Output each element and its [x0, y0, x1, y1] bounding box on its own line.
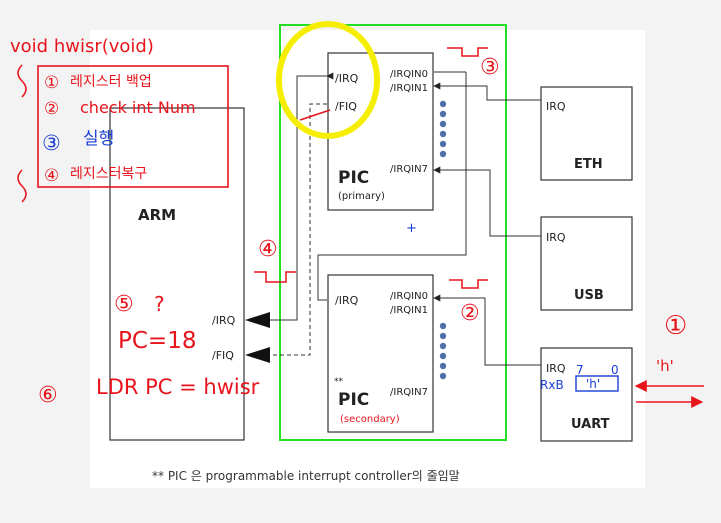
- rxb-value: 'h': [586, 377, 600, 391]
- uart-box: [540, 347, 633, 442]
- brace-bottom: [17, 169, 27, 203]
- pic-secondary-in1-label: /IRQIN1: [390, 305, 428, 316]
- eth-irq-label: IRQ: [546, 100, 566, 113]
- step1-num: ①: [44, 73, 59, 93]
- arm-fiq-label: /FIQ: [212, 349, 234, 362]
- pic-primary-irq-label: /IRQ: [335, 72, 359, 85]
- step2-num: ②: [44, 99, 59, 119]
- eth-box: [540, 86, 633, 181]
- step4-text: 레지스터복구: [70, 166, 147, 182]
- function-signature: void hwisr(void): [10, 36, 154, 57]
- usb-block: IRQ USB: [540, 216, 633, 311]
- rxb-register-box: [575, 375, 619, 392]
- pic-primary-in1-label: /IRQIN1: [390, 83, 428, 94]
- steps-box: [37, 65, 229, 188]
- arm-irq-arrow: [245, 312, 270, 328]
- circle-5: ⑤: [114, 292, 134, 317]
- plus-mark: +: [406, 221, 417, 236]
- circle-2: ②: [460, 301, 480, 326]
- uart-title: UART: [571, 417, 610, 432]
- step3-num: ③: [42, 131, 61, 155]
- arm-fiq-arrow: [245, 347, 270, 363]
- step3-text: 실행: [83, 129, 114, 149]
- pic-group-frame: [279, 24, 507, 441]
- pc-value: PC=18: [118, 328, 196, 354]
- pic-secondary-note-mark: **: [334, 377, 344, 387]
- question-mark: ?: [154, 292, 165, 316]
- step1-text: 레지스터 백업: [70, 74, 152, 90]
- eth-title: ETH: [574, 157, 603, 172]
- footnote: ** PIC 은 programmable interrupt controll…: [152, 469, 460, 483]
- pic-secondary-dots: [439, 322, 447, 380]
- step4-num: ④: [44, 166, 59, 186]
- pic-secondary-title: PIC: [338, 390, 369, 410]
- irq-fiq-highlight: [276, 21, 380, 139]
- pic-secondary-box: [327, 274, 434, 433]
- circle-1: ①: [664, 311, 687, 341]
- pic-primary-fiq-label: /FIQ: [335, 100, 357, 113]
- circle-3: ③: [480, 55, 500, 80]
- uart-block: IRQ UART 'h' RxB 7 0: [540, 347, 633, 442]
- step2-text: check int Num: [80, 98, 196, 117]
- pic-primary-subtitle: (primary): [338, 191, 385, 202]
- brace-top: [17, 64, 27, 98]
- fiq-strike: [299, 109, 331, 121]
- pic-primary-title: PIC: [338, 168, 369, 188]
- usb-title: USB: [574, 288, 604, 303]
- pic-primary-in7-label: /IRQIN7: [390, 164, 428, 175]
- circle-6: ⑥: [38, 383, 58, 408]
- eth-block: IRQ ETH: [540, 86, 633, 181]
- pic-secondary-block: /IRQ /IRQIN0 /IRQIN1 /IRQIN7 ** PIC (sec…: [327, 274, 447, 433]
- rxb-label: RxB: [540, 378, 564, 392]
- rxb-bit-hi: 7: [576, 363, 584, 377]
- pulse-3: [447, 47, 488, 57]
- uart-irq-label: IRQ: [546, 362, 566, 375]
- char-h: 'h': [656, 357, 674, 375]
- pulse-2: [449, 279, 488, 289]
- pic-secondary-subtitle: (secondary): [340, 414, 400, 425]
- usb-irq-label: IRQ: [546, 231, 566, 244]
- arm-irq-label: /IRQ: [212, 314, 236, 327]
- arm-title: ARM: [138, 206, 176, 224]
- pic-secondary-in7-label: /IRQIN7: [390, 387, 428, 398]
- rxb-bit-lo: 0: [611, 363, 619, 377]
- pic-secondary-in0-label: /IRQIN0: [390, 291, 428, 302]
- ldr-text: LDR PC = hwisr: [96, 375, 260, 399]
- pic-primary-in0-label: /IRQIN0: [390, 69, 428, 80]
- circle-4: ④: [258, 237, 278, 262]
- wiring: [270, 71, 541, 366]
- pulse-4: [254, 271, 296, 283]
- arm-box: [109, 107, 245, 441]
- usb-box: [540, 216, 633, 311]
- pic-secondary-irq-label: /IRQ: [335, 294, 359, 307]
- pic-primary-dots: [439, 100, 447, 158]
- annotations: void hwisr(void) ① 레지스터 백업 ② check int N…: [10, 21, 704, 408]
- arm-block: ARM /IRQ /FIQ: [109, 107, 270, 441]
